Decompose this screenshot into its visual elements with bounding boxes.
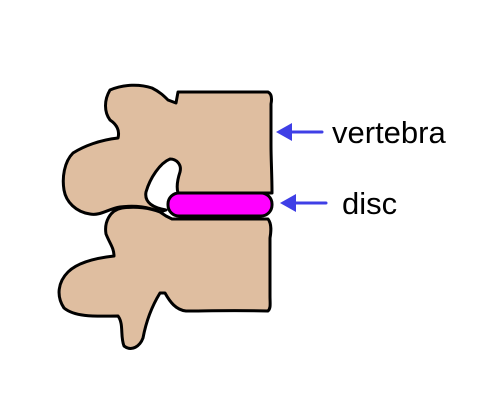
vertebra-label: vertebra [332,115,446,150]
intervertebral-disc [166,191,274,218]
lower-vertebra [57,205,273,350]
left-arrow-icon [276,123,324,141]
left-arrow-icon [280,194,328,212]
upper-vertebra [61,83,274,216]
disc-label: disc [342,186,397,221]
